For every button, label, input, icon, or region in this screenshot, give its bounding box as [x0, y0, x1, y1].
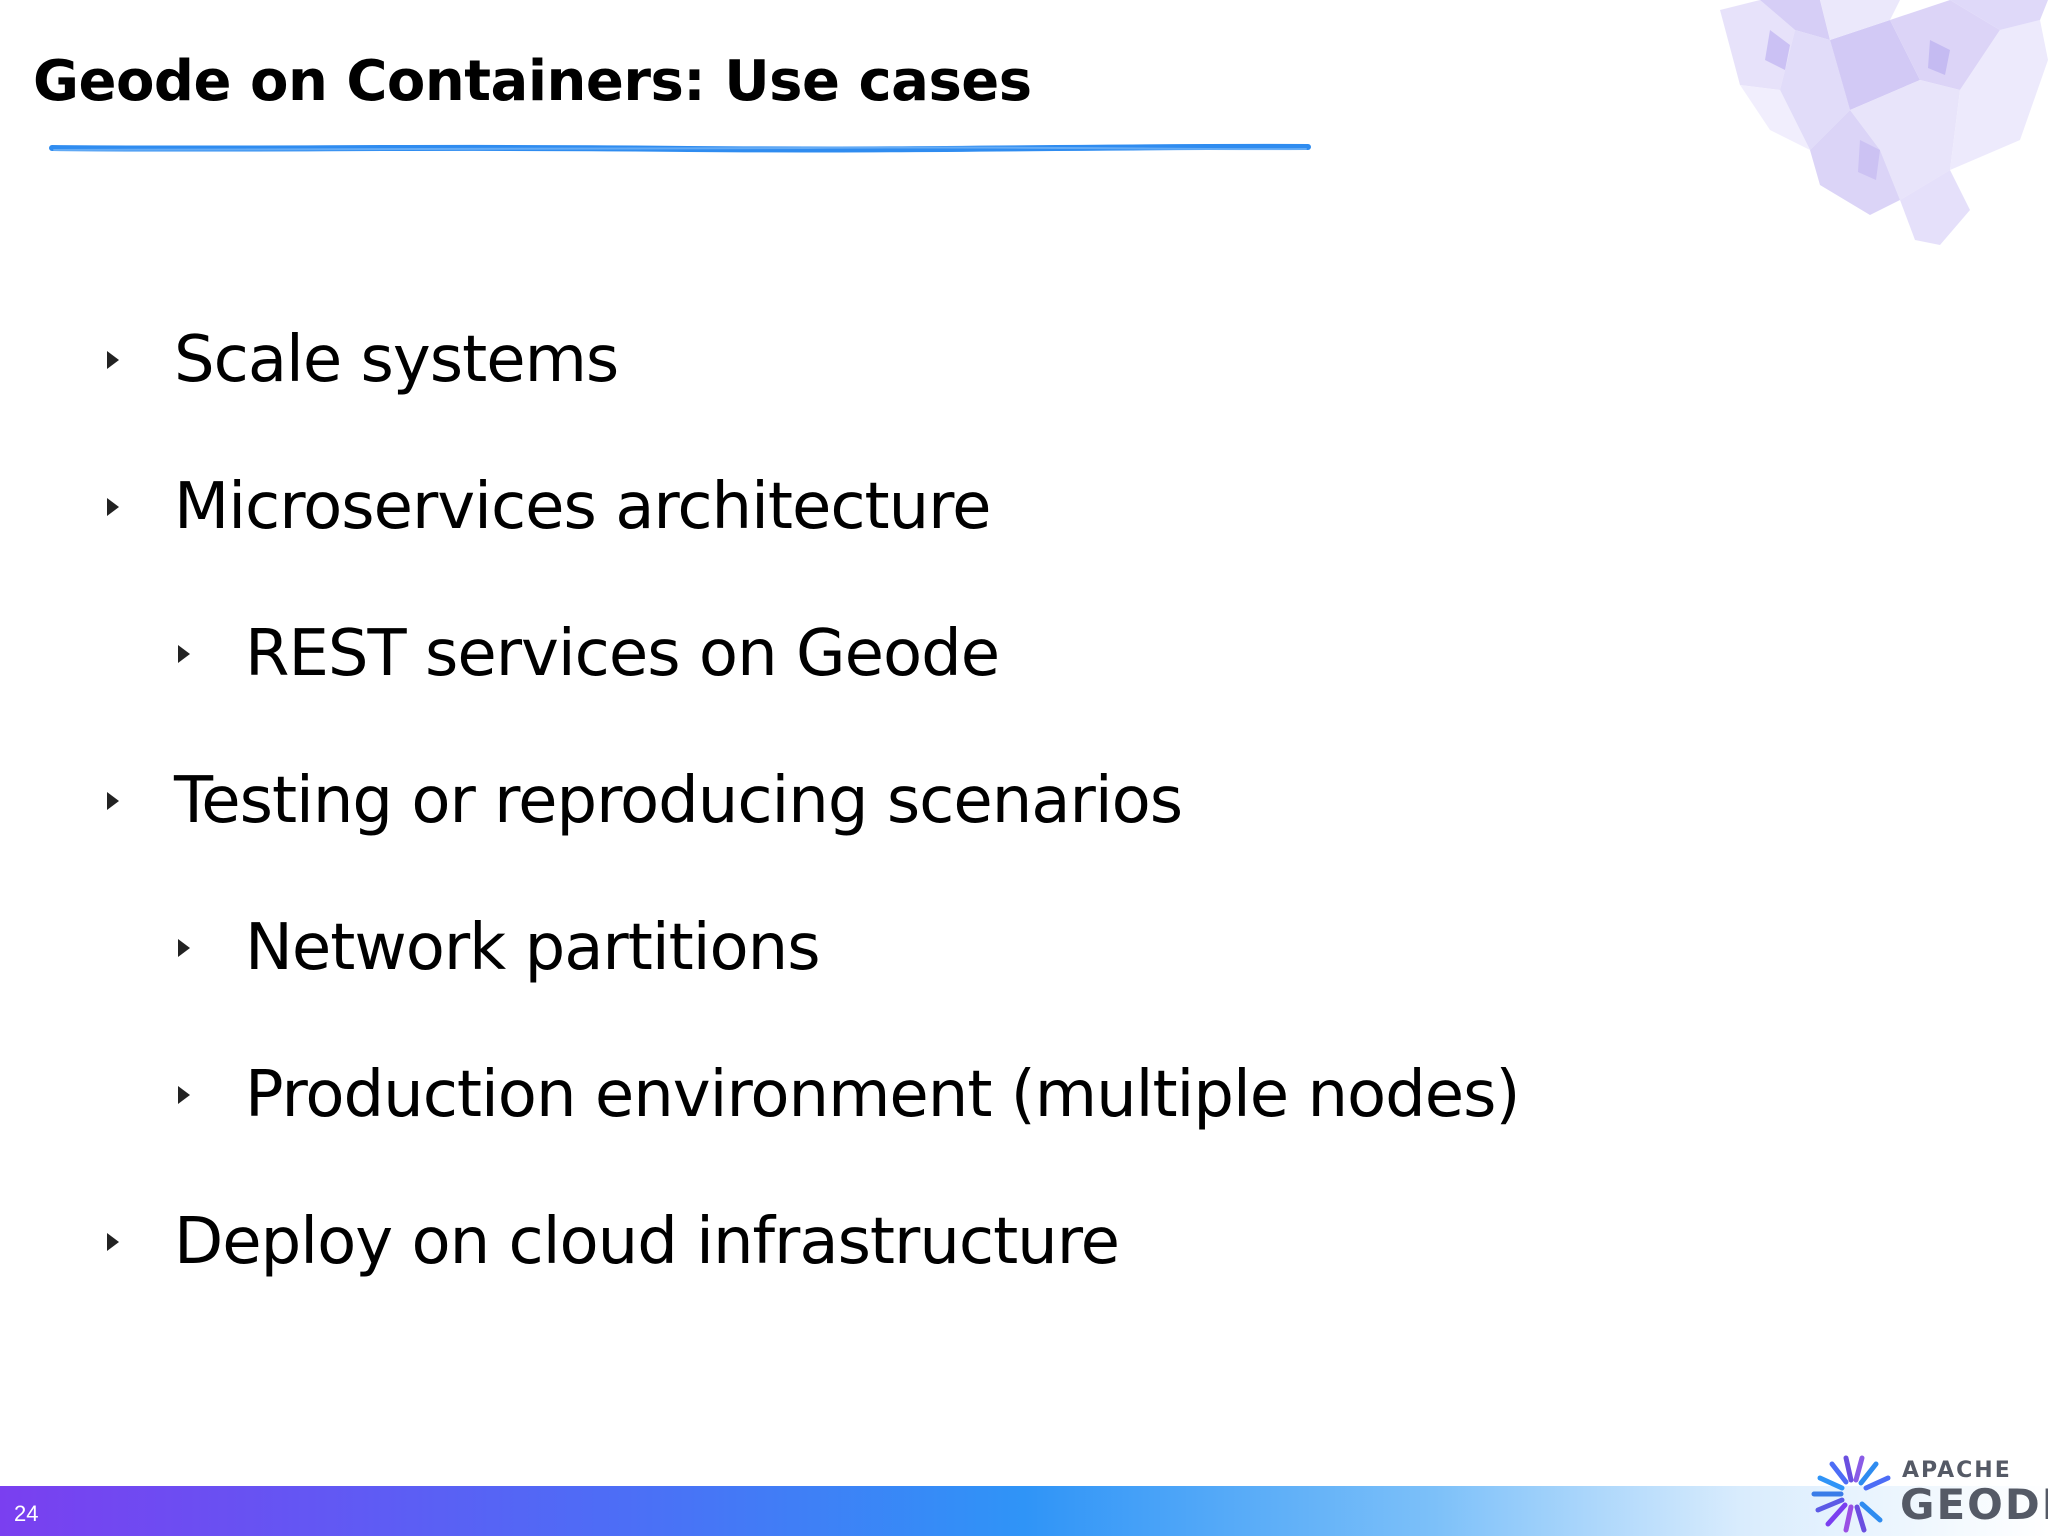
triangle-right-icon — [107, 351, 119, 369]
geode-sunburst-icon — [1811, 1455, 1891, 1533]
bullet-text: Microservices architecture — [174, 470, 991, 544]
sub-bullet-item: REST services on Geode — [178, 604, 1000, 704]
title-underline — [49, 143, 1311, 153]
bullet-item: Microservices architecture — [107, 457, 991, 557]
bullet-text: Production environment (multiple nodes) — [245, 1058, 1520, 1132]
bullet-text: REST services on Geode — [245, 617, 1000, 691]
bullet-text: Network partitions — [245, 911, 821, 985]
logo-geode-text: GEODE — [1900, 1480, 2048, 1529]
triangle-right-icon — [107, 792, 119, 810]
triangle-right-icon — [107, 1233, 119, 1251]
triangle-right-icon — [107, 498, 119, 516]
bullet-text: Deploy on cloud infrastructure — [174, 1205, 1120, 1279]
bullet-item: Testing or reproducing scenarios — [107, 751, 1183, 851]
page-number: 24 — [14, 1501, 39, 1526]
slide-title: Geode on Containers: Use cases — [33, 49, 1032, 114]
apache-geode-logo: APACHE GEODE — [1806, 1450, 2048, 1536]
bullet-item: Scale systems — [107, 310, 619, 410]
footer-gradient-bar — [0, 1486, 2048, 1536]
triangle-right-icon — [178, 645, 190, 663]
logo-apache-text: APACHE — [1902, 1458, 2012, 1483]
crystal-icon — [1720, 0, 2048, 245]
sub-bullet-item: Production environment (multiple nodes) — [178, 1045, 1520, 1145]
bullet-item: Deploy on cloud infrastructure — [107, 1192, 1120, 1292]
triangle-right-icon — [178, 1086, 190, 1104]
bullet-text: Scale systems — [174, 323, 619, 397]
bullet-text: Testing or reproducing scenarios — [174, 764, 1183, 838]
sub-bullet-item: Network partitions — [178, 898, 821, 998]
triangle-right-icon — [178, 939, 190, 957]
